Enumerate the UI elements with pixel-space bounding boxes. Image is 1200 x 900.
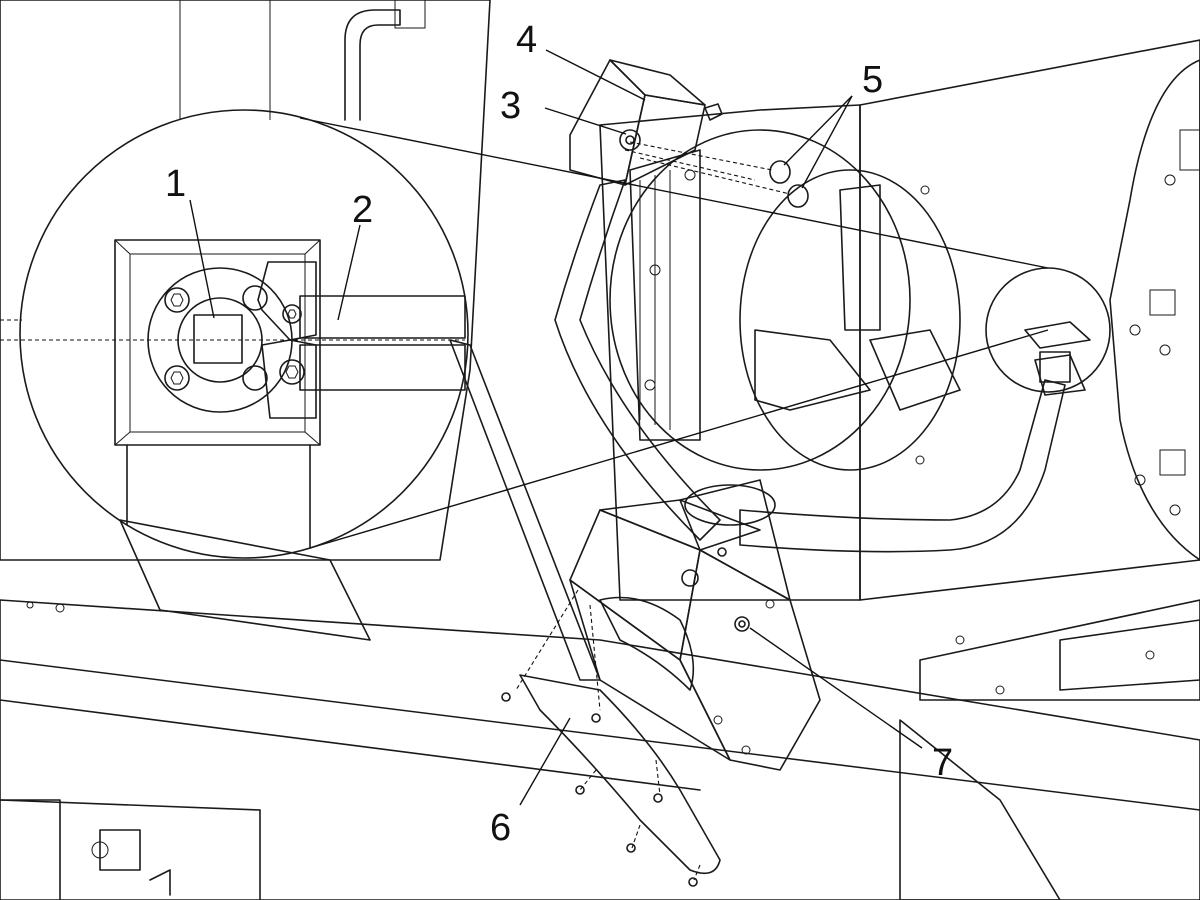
cover-plate — [501, 589, 721, 887]
probe-arm — [554, 59, 1086, 771]
callout-labels: 1 2 3 4 5 6 7 — [165, 19, 953, 849]
probe-body — [257, 261, 466, 419]
callout-leaders — [189, 49, 923, 806]
flange-bolts — [164, 285, 268, 391]
callout-7: 7 — [932, 742, 953, 784]
arm-base-housing — [569, 479, 821, 771]
callout-1: 1 — [165, 163, 186, 205]
callout-2: 2 — [352, 189, 373, 231]
tool-turret — [1109, 59, 1200, 561]
callout-5: 5 — [862, 59, 883, 101]
callout-3: 3 — [500, 85, 521, 127]
upper-mount-block — [569, 59, 723, 186]
spindle-chuck — [609, 129, 961, 471]
callout-4: 4 — [516, 19, 537, 61]
callout-6: 6 — [490, 807, 511, 849]
detail-magnifier — [0, 109, 1111, 559]
probe-stylus-tip — [193, 314, 243, 364]
dowel-pins — [624, 141, 809, 208]
